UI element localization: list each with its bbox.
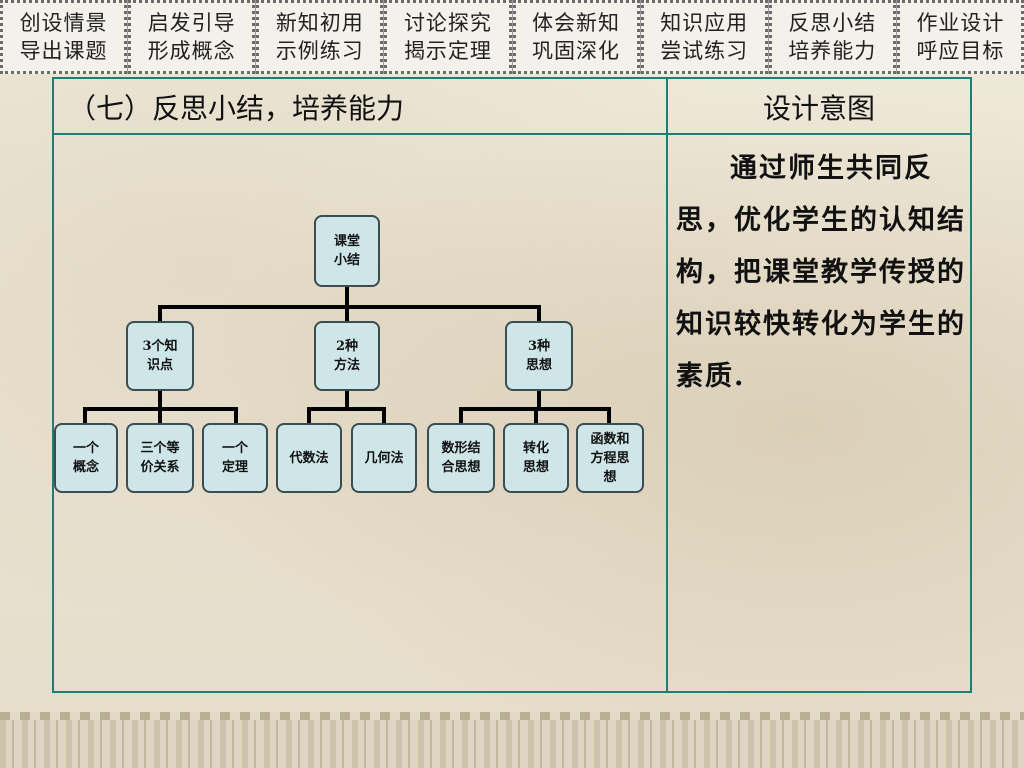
nav-button-3[interactable]: 新知初用示例练习	[256, 0, 384, 74]
tree-connector	[83, 407, 87, 423]
table-divider	[666, 79, 668, 691]
lesson-table: （七）反思小结，培养能力 设计意图 通过师生共同反思，优化学生的认知结构，把课堂…	[52, 77, 972, 693]
tree-connector	[534, 407, 538, 423]
top-nav: 创设情景导出课题 启发引导形成概念 新知初用示例练习 讨论探究揭示定理 体会新知…	[0, 0, 1024, 74]
nav-label: 尝试练习	[660, 39, 749, 63]
intent-heading: 设计意图	[762, 92, 875, 125]
tree-connector	[459, 407, 463, 423]
tree-node-leaf: 转化 思想	[503, 423, 569, 493]
tree-connector	[345, 305, 349, 321]
nav-label: 讨论探究	[403, 11, 492, 35]
table-divider	[54, 133, 970, 135]
tree-node-branch: 2种 方法	[314, 321, 380, 391]
nav-button-4[interactable]: 讨论探究揭示定理	[384, 0, 512, 74]
tree-connector	[382, 407, 386, 423]
nav-label: 反思小结	[788, 11, 877, 35]
nav-label: 揭示定理	[403, 39, 492, 63]
nav-button-6[interactable]: 知识应用尝试练习	[640, 0, 768, 74]
intent-text: 通过师生共同反思，优化学生的认知结构，把课堂教学传授的知识较快转化为学生的素质.	[676, 153, 966, 392]
decorative-border	[0, 712, 1024, 768]
nav-label: 新知初用	[275, 11, 364, 35]
tree-connector	[345, 287, 349, 309]
nav-label: 示例练习	[275, 39, 364, 63]
section-heading: （七）反思小结，培养能力	[68, 92, 405, 125]
nav-label: 启发引导	[147, 11, 236, 35]
tree-node-leaf: 一个 概念	[54, 423, 118, 493]
nav-label: 作业设计	[916, 11, 1005, 35]
tree-node-leaf: 三个等 价关系	[126, 423, 194, 493]
tree-connector	[158, 391, 162, 409]
tree-connector	[307, 407, 311, 423]
nav-label: 创设情景	[19, 11, 108, 35]
nav-button-8[interactable]: 作业设计呼应目标	[896, 0, 1024, 74]
nav-label: 导出课题	[19, 39, 108, 63]
tree-node-leaf: 代数法	[276, 423, 342, 493]
nav-label: 知识应用	[660, 11, 749, 35]
tree-node-branch: 3种 思想	[505, 321, 573, 391]
tree-node-leaf: 一个 定理	[202, 423, 268, 493]
tree-connector	[234, 407, 238, 423]
nav-button-7[interactable]: 反思小结培养能力	[768, 0, 896, 74]
nav-label: 培养能力	[788, 39, 877, 63]
nav-label: 巩固深化	[532, 39, 621, 63]
nav-button-1[interactable]: 创设情景导出课题	[0, 0, 128, 74]
tree-node-leaf: 函数和 方程思 想	[576, 423, 644, 493]
tree-node-root: 课堂 小结	[314, 215, 380, 287]
tree-connector	[158, 305, 162, 321]
tree-connector	[158, 305, 541, 309]
nav-label: 呼应目标	[916, 39, 1005, 63]
tree-connector	[537, 391, 541, 409]
nav-button-5[interactable]: 体会新知巩固深化	[512, 0, 640, 74]
tree-connector	[307, 407, 386, 411]
tree-node-leaf: 数形结 合思想	[427, 423, 495, 493]
nav-button-2[interactable]: 启发引导形成概念	[128, 0, 256, 74]
tree-connector	[345, 391, 349, 409]
nav-label: 形成概念	[147, 39, 236, 63]
tree-connector	[607, 407, 611, 423]
nav-label: 体会新知	[532, 11, 621, 35]
tree-node-leaf: 几何法	[351, 423, 417, 493]
tree-connector	[537, 305, 541, 321]
tree-connector	[158, 407, 162, 423]
tree-node-branch: 3个知 识点	[126, 321, 194, 391]
